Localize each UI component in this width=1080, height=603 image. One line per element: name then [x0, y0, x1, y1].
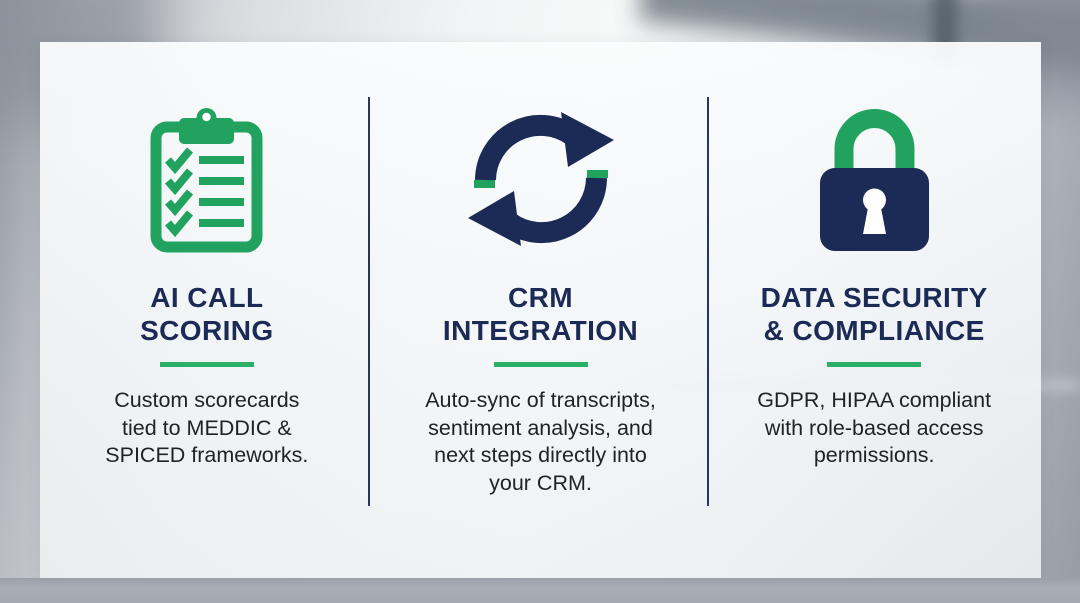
green-underline: [493, 362, 588, 367]
feature-description: Auto-sync of transcripts, sentiment anal…: [425, 388, 656, 495]
column-divider: [707, 97, 709, 506]
feature-column-data-security: DATA SECURITY & COMPLIANCE GDPR, HIPAA c…: [707, 103, 1041, 470]
desk-surface: [0, 578, 1080, 603]
column-divider: [368, 97, 370, 506]
green-underline: [159, 362, 254, 367]
feature-description: GDPR, HIPAA compliant with role-based ac…: [757, 388, 992, 467]
checklist-clipboard-icon: [149, 103, 264, 253]
feature-column-crm-integration: CRM INTEGRATION Auto-sync of transcripts…: [374, 103, 708, 497]
padlock-icon: [817, 103, 932, 253]
feature-title: CRM INTEGRATION: [442, 282, 639, 346]
feature-card: AI CALL SCORING Custom scorecards tied t…: [40, 42, 1041, 578]
feature-title: DATA SECURITY & COMPLIANCE: [760, 282, 988, 346]
feature-column-ai-call-scoring: AI CALL SCORING Custom scorecards tied t…: [40, 103, 374, 470]
green-underline: [827, 362, 922, 367]
sync-arrows-icon: [465, 103, 617, 253]
feature-title: AI CALL SCORING: [140, 282, 274, 346]
feature-description: Custom scorecards tied to MEDDIC & SPICE…: [105, 388, 309, 467]
